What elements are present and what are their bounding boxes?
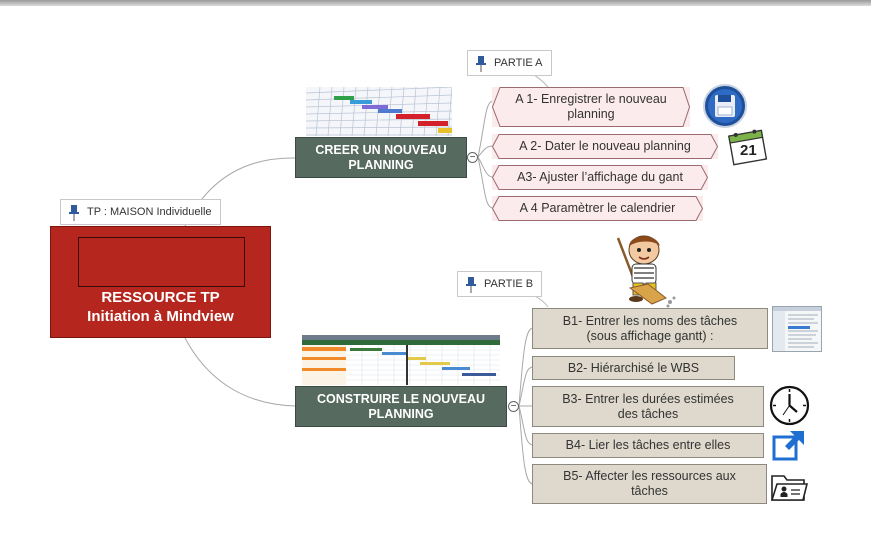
- subtopic-a1-line1: A 1- Enregistrer le nouveau: [515, 92, 667, 106]
- subtopic-b5-line1: B5- Affecter les ressources aux: [563, 469, 736, 483]
- subtopic-a2[interactable]: A 2- Dater le nouveau planning: [492, 134, 718, 159]
- subtopic-frame: [492, 134, 718, 159]
- partie-a-note-label: PARTIE A: [494, 57, 543, 69]
- subtopic-a4-label: A 4 Paramètrer le calendrier: [519, 201, 676, 215]
- central-note-label: TP : MAISON Individuelle: [87, 206, 212, 218]
- calendar-icon: 21: [727, 128, 769, 166]
- collapse-branch-a-button[interactable]: −: [467, 152, 478, 163]
- subtopic-a3[interactable]: A3- Ajuster l’affichage du gant: [492, 165, 708, 190]
- calendar-day: 21: [740, 142, 757, 159]
- subtopic-b1[interactable]: B1- Entrer les noms des tâches(sous affi…: [532, 308, 768, 349]
- window-top-border: [0, 0, 871, 6]
- subtopic-b2-label: B2- Hiérarchisé le WBS: [567, 360, 700, 375]
- resource-folder-icon: [770, 475, 808, 501]
- subtopic-frame: [492, 196, 703, 221]
- software-screenshot-icon: [772, 306, 822, 352]
- collapse-branch-b-button[interactable]: −: [508, 401, 519, 412]
- subtopic-b4[interactable]: B4- Lier les tâches entre elles: [532, 433, 764, 458]
- partie-b-note[interactable]: PARTIE B: [457, 271, 543, 297]
- partie-b-note-label: PARTIE B: [484, 278, 534, 290]
- central-note[interactable]: TP : MAISON Individuelle: [60, 199, 221, 225]
- gantt-thumbnail-a: [306, 87, 452, 136]
- branch-construire-planning[interactable]: CONSTRUIRE LE NOUVEAU PLANNING: [295, 386, 507, 427]
- subtopic-b5-line2: tâches: [631, 484, 668, 498]
- branch-b-line2: PLANNING: [368, 406, 434, 421]
- branch-a-line1: CREER UN NOUVEAU: [315, 142, 447, 157]
- gantt-thumbnail-b: [302, 335, 500, 385]
- central-title-line2: Initiation à Mindview: [87, 308, 234, 325]
- central-title-line1: RESSOURCE TP: [101, 289, 220, 306]
- subtopic-a2-label: A 2- Dater le nouveau planning: [519, 139, 691, 153]
- partie-a-note[interactable]: PARTIE A: [467, 50, 552, 76]
- subtopic-b2[interactable]: B2- Hiérarchisé le WBS: [532, 356, 735, 380]
- subtopic-b1-line1: B1- Entrer les noms des tâches: [562, 313, 738, 328]
- pin-icon: [69, 205, 79, 221]
- subtopic-b3-line2: des tâches: [617, 406, 679, 421]
- branch-b-line1: CONSTRUIRE LE NOUVEAU: [316, 391, 486, 406]
- central-image-placeholder: [78, 237, 245, 287]
- subtopic-frame: [492, 87, 690, 127]
- sweeping-kid-icon: [616, 235, 676, 308]
- subtopic-a3-label: A3- Ajuster l’affichage du gant: [517, 170, 683, 184]
- subtopic-frame: [492, 165, 708, 190]
- subtopic-b4-label: B4- Lier les tâches entre elles: [565, 438, 731, 452]
- link-arrow-icon: [772, 431, 804, 461]
- branch-a-line2: PLANNING: [348, 157, 414, 172]
- subtopic-a1-line2: planning: [567, 107, 615, 121]
- floppy-disk-icon: [703, 84, 747, 128]
- pin-icon: [466, 277, 476, 293]
- subtopic-b3-line1: B3- Entrer les durées estimées: [562, 391, 734, 406]
- pin-icon: [476, 56, 486, 72]
- branch-creer-planning[interactable]: CREER UN NOUVEAU PLANNING: [295, 137, 467, 178]
- subtopic-b1-line2: (sous affichage gantt) :: [586, 328, 714, 343]
- central-topic[interactable]: RESSOURCE TP Initiation à Mindview: [50, 226, 271, 338]
- clock-icon: [769, 385, 810, 426]
- subtopic-a4[interactable]: A 4 Paramètrer le calendrier: [492, 196, 703, 221]
